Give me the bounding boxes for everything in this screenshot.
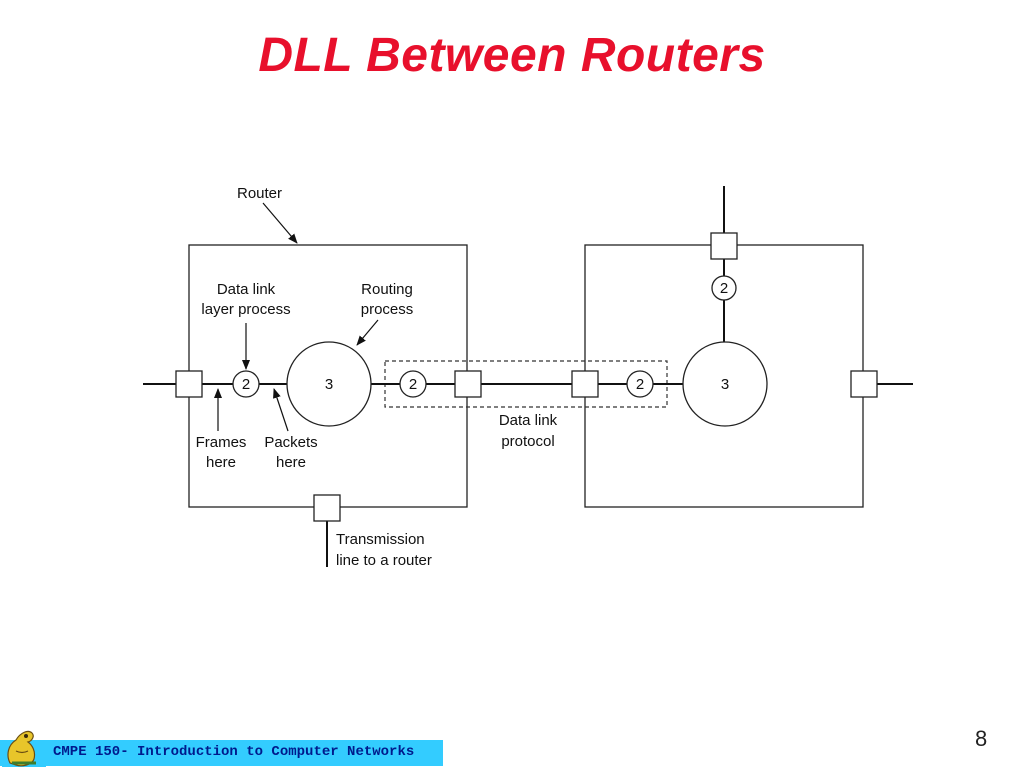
routing-process-label-2: process bbox=[361, 301, 414, 318]
dll-process-label-1: Data link bbox=[217, 281, 276, 298]
routing-process-arrow bbox=[356, 319, 379, 346]
left-routing-number: 3 bbox=[325, 376, 333, 393]
transmission-label-2: line to a router bbox=[336, 552, 432, 569]
footer-course-title: CMPE 150- Introduction to Computer Netwo… bbox=[53, 744, 415, 760]
port-square-bottom bbox=[313, 494, 341, 522]
packets-label-2: here bbox=[276, 454, 306, 471]
port-square-right bbox=[850, 370, 878, 398]
port-square-left-router-right bbox=[454, 370, 482, 398]
packets-label-1: Packets bbox=[264, 434, 317, 451]
dl-protocol-label-1: Data link bbox=[499, 412, 558, 429]
router-label: Router bbox=[237, 185, 282, 202]
slide-title: DLL Between Routers bbox=[258, 29, 766, 82]
mid-dll-left-circle bbox=[399, 370, 427, 398]
routing-process-label-1: Routing bbox=[361, 281, 413, 298]
mascot-logo-icon bbox=[2, 730, 46, 767]
port-square-left bbox=[175, 370, 203, 398]
right-top-dll-circle bbox=[711, 275, 737, 301]
right-top-dll-number: 2 bbox=[720, 280, 728, 297]
frames-label-2: here bbox=[206, 454, 236, 471]
port-square-right-router-left bbox=[571, 370, 599, 398]
mid-dll-right-number: 2 bbox=[636, 376, 644, 393]
router-label-arrow bbox=[262, 202, 298, 244]
left-dll-number: 2 bbox=[242, 376, 250, 393]
dl-protocol-label-2: protocol bbox=[501, 433, 554, 450]
transmission-label-1: Transmission bbox=[336, 531, 425, 548]
page-number: 8 bbox=[975, 726, 988, 751]
mid-dll-right-circle bbox=[626, 370, 654, 398]
left-routing-process-circle bbox=[286, 341, 372, 427]
dll-process-label-2: layer process bbox=[201, 301, 290, 318]
left-dll-process-circle bbox=[232, 370, 260, 398]
right-routing-process-circle bbox=[682, 341, 768, 427]
frames-label-1: Frames bbox=[196, 434, 247, 451]
right-routing-number: 3 bbox=[721, 376, 729, 393]
footer-bar bbox=[0, 740, 443, 766]
port-square-right-top bbox=[710, 232, 738, 260]
mid-dll-left-number: 2 bbox=[409, 376, 417, 393]
packets-arrow bbox=[273, 388, 289, 432]
